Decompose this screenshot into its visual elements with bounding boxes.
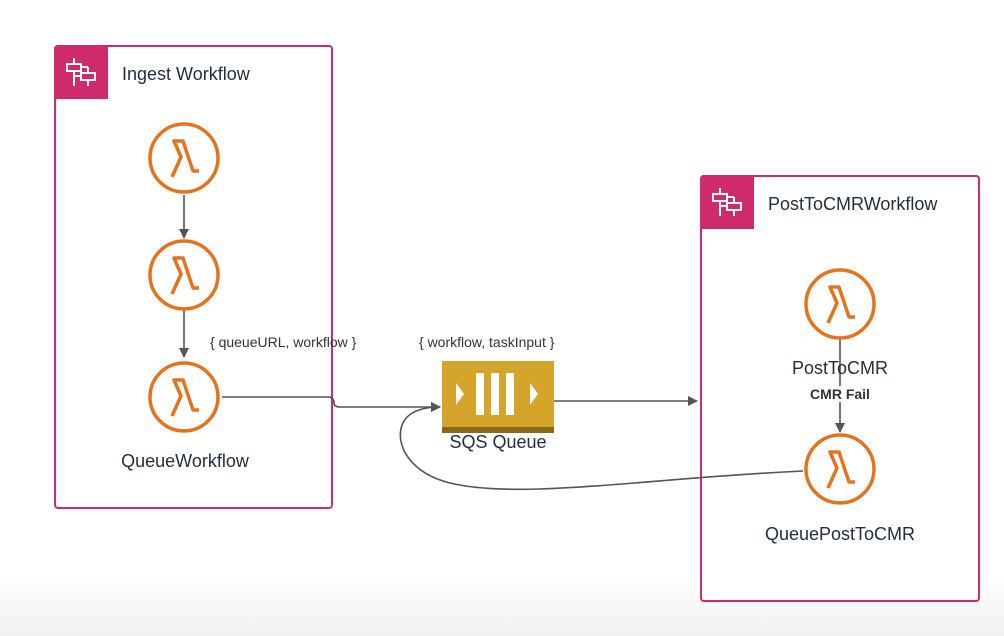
ingest-workflow-title: Ingest Workflow bbox=[122, 64, 250, 84]
lambda-icon[interactable] bbox=[803, 432, 877, 506]
post-to-cmr-label: PostToCMR bbox=[791, 358, 889, 378]
sqs-queue-icon[interactable] bbox=[442, 361, 554, 433]
post-to-cmr-workflow-group[interactable]: PostToCMRWorkflow bbox=[700, 175, 980, 602]
queue-workflow-label: QueueWorkflow bbox=[121, 451, 249, 471]
edge-queueposttocmr-to-sqs bbox=[399, 402, 804, 491]
queue-post-to-cmr-label: QueuePostToCMR bbox=[764, 524, 916, 544]
edge-queueworkflow-to-sqs bbox=[222, 396, 441, 412]
sqs-payload-label: { workflow, taskInput } bbox=[419, 334, 555, 350]
queue-workflow-payload-label: { queueURL, workflow } bbox=[210, 334, 357, 350]
post-to-cmr-workflow-title: PostToCMRWorkflow bbox=[768, 194, 938, 214]
sqs-queue-label: SQS Queue bbox=[449, 432, 547, 452]
lambda-icon[interactable] bbox=[803, 267, 877, 341]
step-functions-icon bbox=[54, 45, 108, 99]
lambda-icon[interactable] bbox=[147, 121, 221, 195]
step-functions-icon bbox=[700, 175, 754, 229]
cmr-fail-label: CMR Fail bbox=[808, 386, 872, 402]
lambda-icon[interactable] bbox=[147, 360, 221, 434]
lambda-icon[interactable] bbox=[147, 238, 221, 312]
